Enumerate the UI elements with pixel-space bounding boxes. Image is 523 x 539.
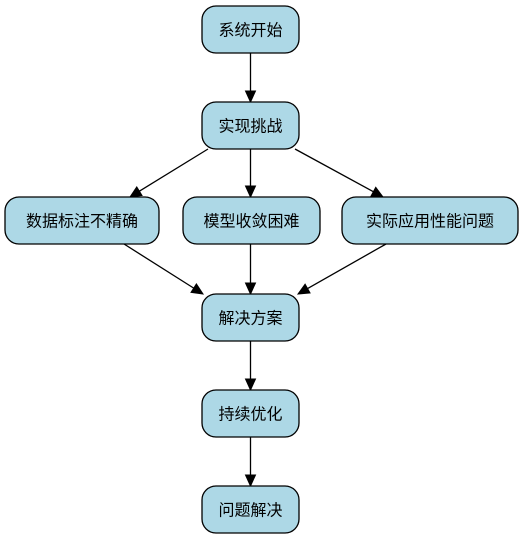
node-performance-label: 实际应用性能问题 xyxy=(366,212,494,231)
node-start: 系统开始 xyxy=(201,5,300,54)
node-convergence-box xyxy=(182,196,321,245)
node-optimize: 持续优化 xyxy=(201,389,300,438)
edge-challenges-to-annotation xyxy=(139,148,209,192)
node-challenges-box xyxy=(201,101,300,150)
node-annotation: 数据标注不精确 xyxy=(4,196,160,245)
arrowhead-challenges-to-performance xyxy=(370,186,385,198)
arrowhead-start-to-challenges xyxy=(244,90,257,104)
arrowhead-challenges-to-convergence xyxy=(244,185,257,199)
node-challenges-label: 实现挑战 xyxy=(218,117,282,136)
node-solution-label: 解决方案 xyxy=(218,309,282,328)
node-solution-box xyxy=(201,293,300,342)
edge-challenges-to-performance xyxy=(294,148,374,193)
edge-performance-to-solution xyxy=(307,243,387,290)
node-resolved-box xyxy=(201,485,300,534)
arrowhead-performance-to-solution xyxy=(296,283,311,295)
node-performance-box xyxy=(341,196,519,245)
node-challenges: 实现挑战 xyxy=(201,101,300,150)
node-start-label: 系统开始 xyxy=(218,21,282,40)
node-start-box xyxy=(201,5,300,54)
node-convergence-label: 模型收敛困难 xyxy=(203,212,299,231)
arrowhead-convergence-to-solution xyxy=(244,282,257,296)
node-annotation-label: 数据标注不精确 xyxy=(26,212,138,231)
node-resolved-label: 问题解决 xyxy=(218,501,282,520)
node-annotation-box xyxy=(4,196,160,245)
node-convergence: 模型收敛困难 xyxy=(182,196,321,245)
node-optimize-label: 持续优化 xyxy=(218,405,282,424)
arrowhead-annotation-to-solution xyxy=(190,282,205,295)
edge-annotation-to-solution xyxy=(123,243,195,289)
node-performance: 实际应用性能问题 xyxy=(341,196,519,245)
arrowhead-challenges-to-annotation xyxy=(128,186,143,198)
node-optimize-box xyxy=(201,389,300,438)
node-resolved: 问题解决 xyxy=(201,485,300,534)
arrowhead-optimize-to-resolved xyxy=(244,474,257,488)
node-solution: 解决方案 xyxy=(201,293,300,342)
arrowhead-solution-to-optimize xyxy=(244,378,257,392)
